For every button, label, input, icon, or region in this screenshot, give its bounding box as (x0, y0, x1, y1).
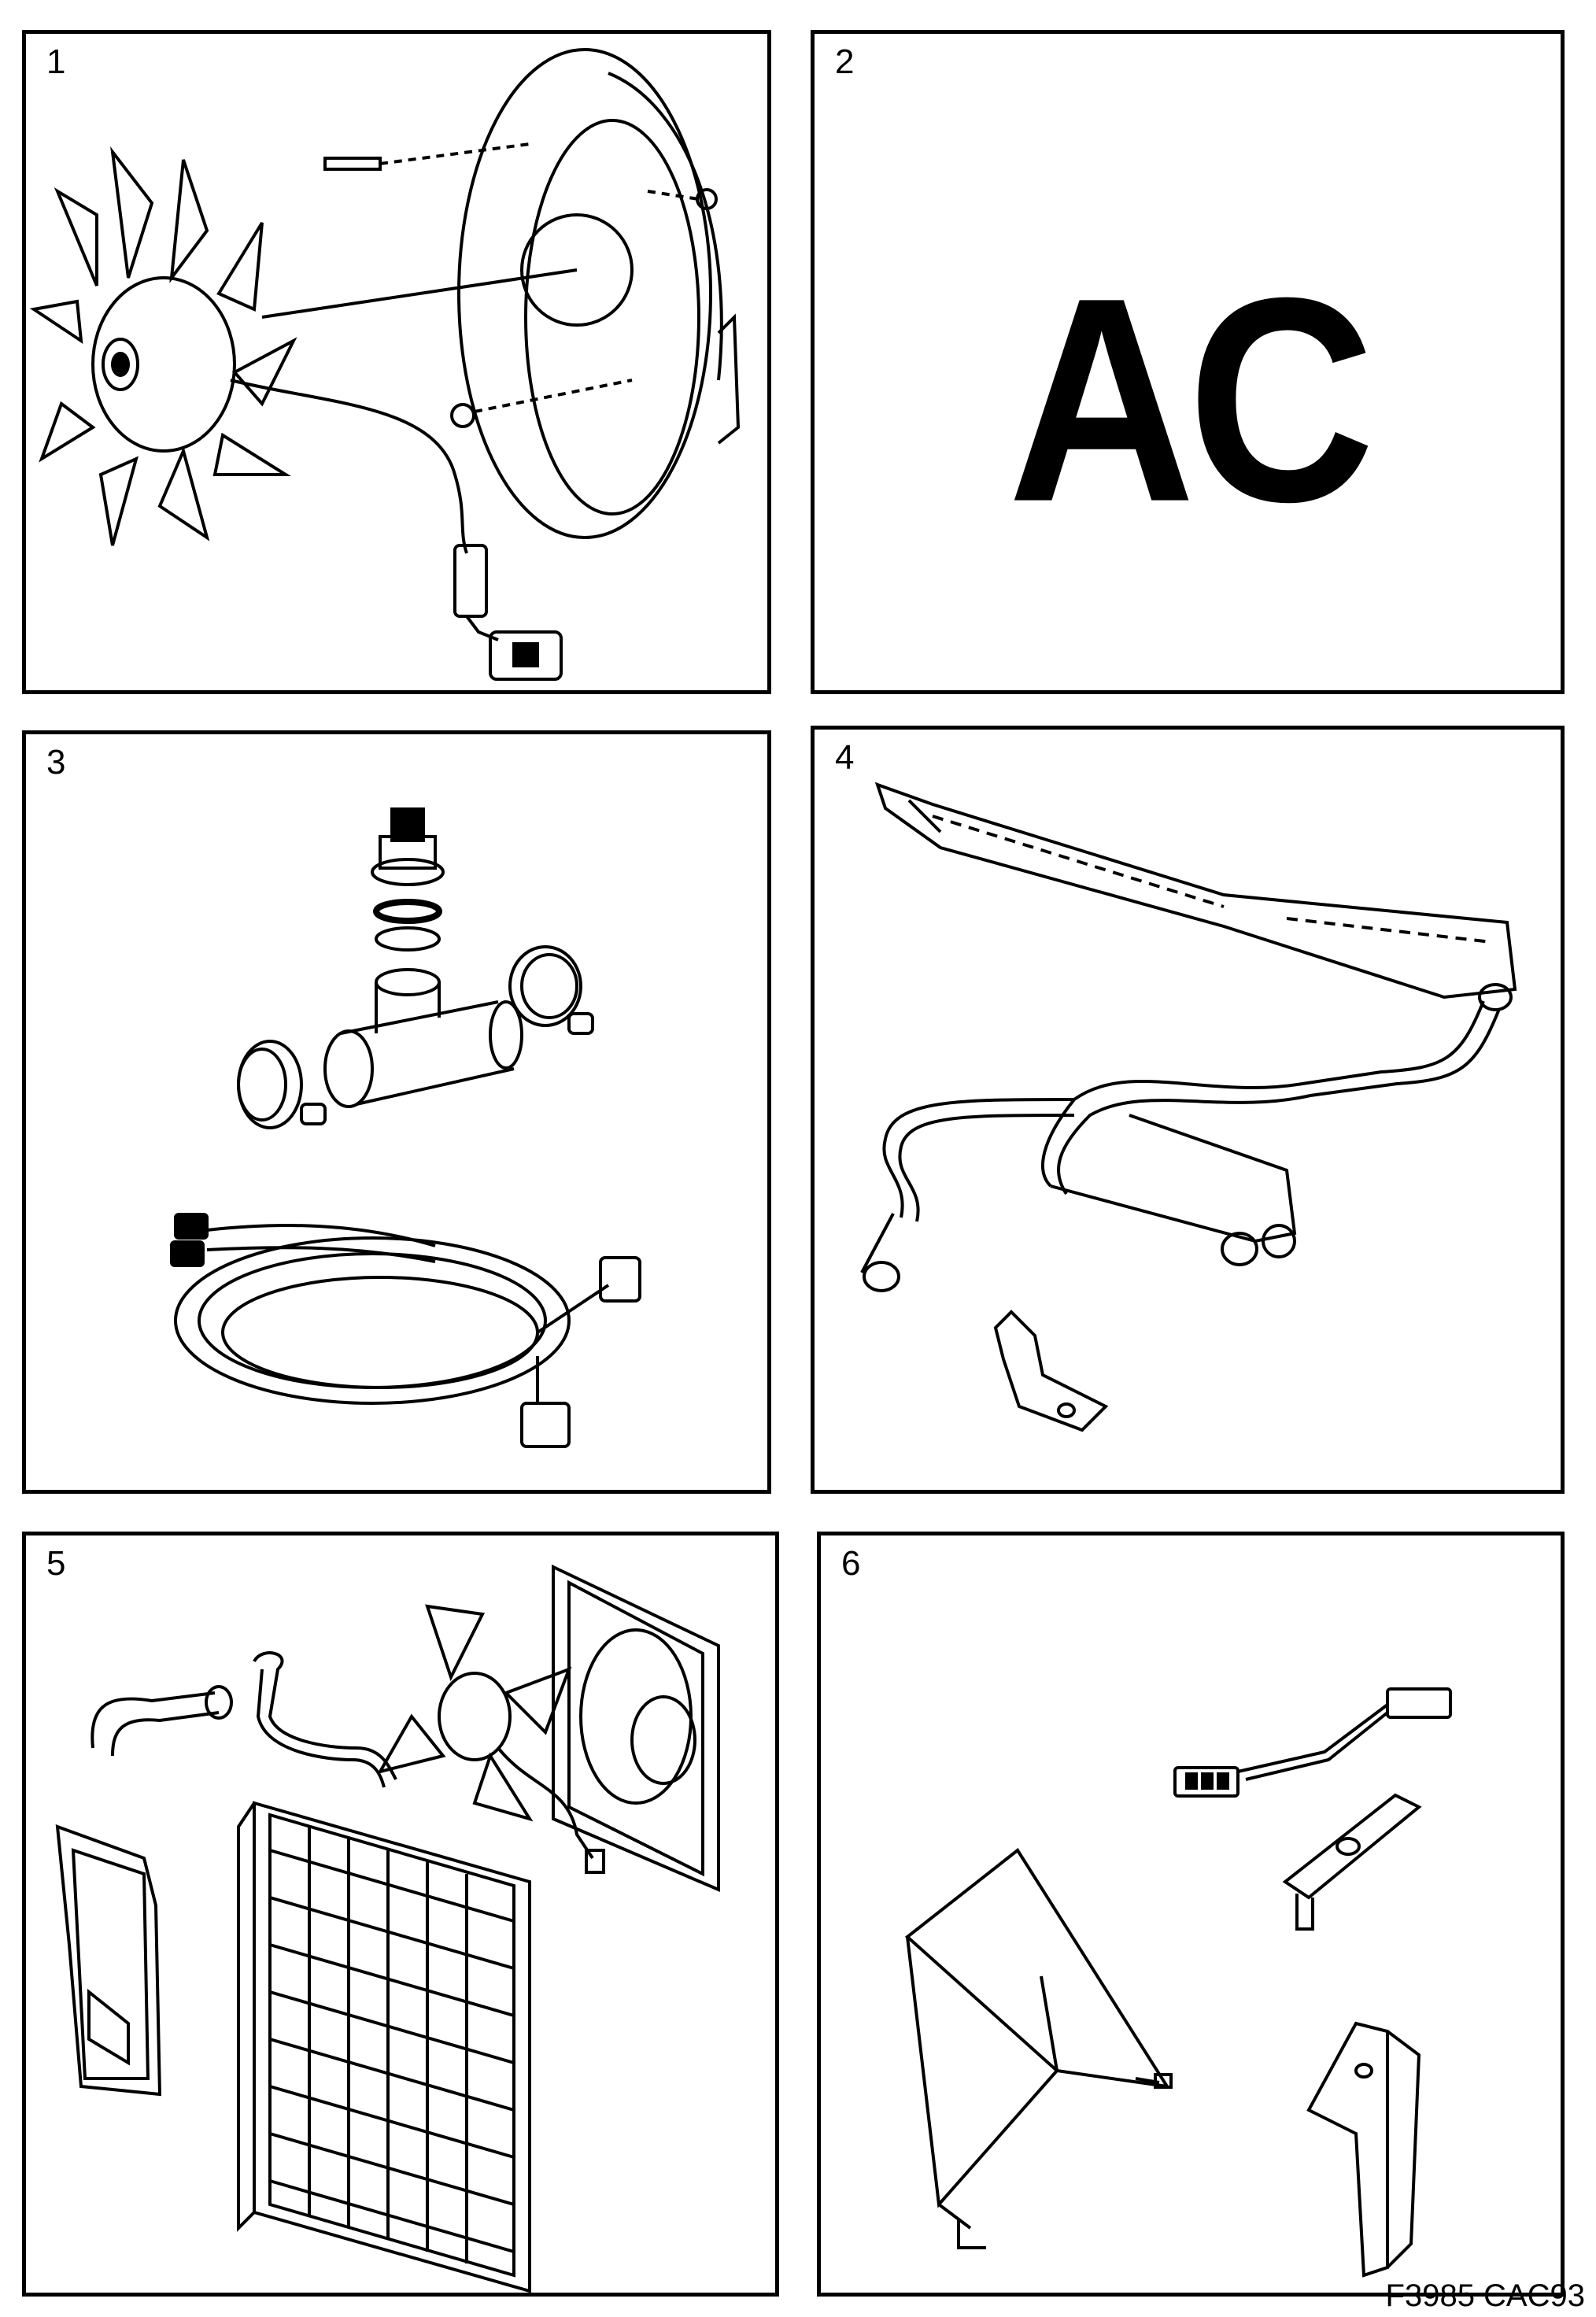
angle-bracket-icon (1306, 2021, 1421, 2278)
bracket-icon (993, 1310, 1109, 1432)
sensor-kit-illustration (170, 807, 641, 1448)
hose-clamp-icon (237, 945, 594, 1129)
wiring-harness-icon (170, 1213, 641, 1448)
bracket-kit-illustration (904, 1687, 1452, 2278)
panel-2: 2 AC (811, 30, 1565, 694)
plate-with-pin-icon (1282, 1793, 1422, 1931)
fan-shroud-icon (457, 48, 741, 539)
panel-5: 5 (22, 1532, 779, 2297)
wiring-adapter-icon (1173, 1687, 1452, 1798)
radiator-hose-icon (91, 1691, 220, 1757)
panel-3: 3 (22, 730, 771, 1494)
hoses-illustration (860, 782, 1517, 1432)
fan-shroud-icon (552, 1564, 720, 1893)
support-bracket-icon (904, 1848, 1173, 2249)
refrigerant-hoses-icon (860, 983, 1513, 1292)
ac-label: AC (1007, 236, 1376, 563)
t-pipe-icon (323, 968, 523, 1108)
coolant-hose-icon (253, 1651, 397, 1788)
panel-number: 6 (841, 1544, 861, 1583)
panel-4: 4 (811, 726, 1565, 1494)
radiator-condenser-icon (237, 1801, 531, 2293)
mounting-plate-icon (55, 1824, 162, 2097)
connector-icon (489, 630, 563, 681)
panel-1: 1 (22, 30, 771, 694)
fan-blade-icon (29, 146, 297, 546)
panel-6: 6 (817, 1532, 1565, 2297)
figure-code: F3985 CAC93 (1385, 2278, 1585, 2313)
panel-number: 4 (835, 738, 855, 777)
cover-panel-icon (874, 782, 1517, 1000)
panel-number: 5 (46, 1544, 66, 1583)
radiator-fan-illustration (55, 1564, 720, 2293)
electric-fan-icon (376, 1604, 605, 1874)
cable (230, 379, 468, 554)
nut-icon (450, 403, 475, 428)
panel-number: 1 (46, 42, 66, 81)
temperature-sensor-icon (371, 807, 445, 952)
panel-number: 3 (46, 743, 66, 782)
fan-assembly-illustration (29, 48, 741, 681)
bolt-icon (323, 157, 382, 171)
panel-number: 2 (835, 42, 855, 81)
